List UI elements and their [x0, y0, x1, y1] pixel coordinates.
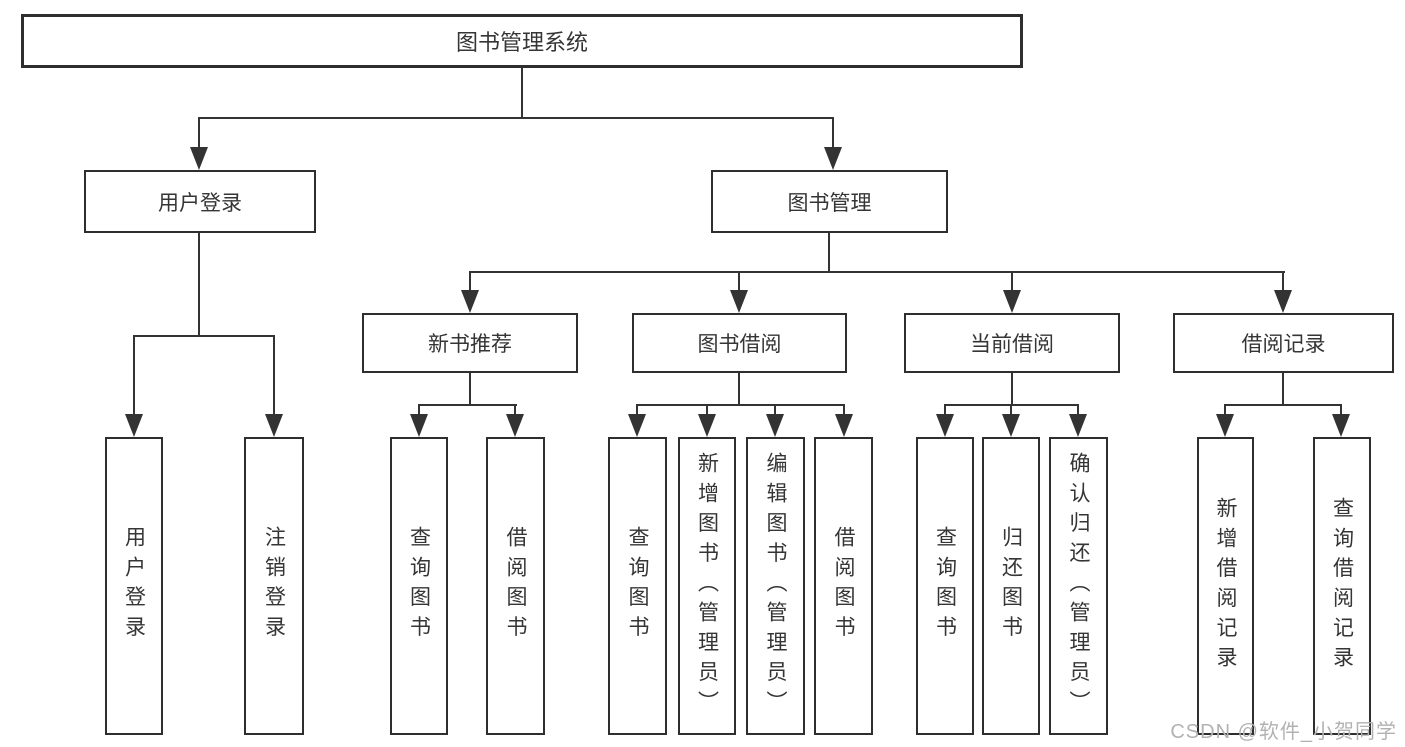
leaf-borrow-books-recommend: 借阅图书	[486, 437, 545, 735]
connector-line	[636, 404, 845, 406]
connector-line	[521, 68, 523, 118]
leaf-label: 查询图书	[933, 526, 957, 646]
connector-line	[1077, 404, 1079, 420]
leaf-return-books: 归还图书	[982, 437, 1040, 735]
leaf-query-books-current: 查询图书	[916, 437, 974, 735]
connector-line	[273, 335, 275, 420]
connector-line	[843, 404, 845, 420]
connector-line	[706, 404, 708, 420]
arrowhead-down-icon	[1002, 414, 1020, 437]
connector-line	[738, 271, 740, 295]
arrowhead-down-icon	[1274, 290, 1292, 313]
leaf-label: 借阅图书	[832, 526, 855, 646]
connector-line	[133, 335, 275, 337]
connector-line	[1340, 404, 1342, 420]
connector-line	[469, 271, 471, 295]
connector-line	[514, 404, 516, 420]
arrowhead-down-icon	[628, 414, 646, 437]
connector-line	[832, 117, 834, 152]
leaf-label: 查询图书	[626, 526, 649, 646]
arrowhead-down-icon	[461, 290, 479, 313]
arrowhead-down-icon	[730, 290, 748, 313]
arrowhead-down-icon	[936, 414, 954, 437]
leaf-label: 确认归还（管理员）	[1067, 451, 1090, 721]
connector-line	[636, 404, 638, 420]
leaf-confirm-return-admin: 确认归还（管理员）	[1049, 437, 1108, 735]
leaf-add-borrow-record: 新增借阅记录	[1197, 437, 1254, 735]
arrowhead-down-icon	[1332, 414, 1350, 437]
arrowhead-down-icon	[1216, 414, 1234, 437]
connector-line	[1282, 271, 1284, 295]
connector-line	[469, 373, 471, 406]
node-new-book-recommendation: 新书推荐	[362, 313, 578, 373]
leaf-label: 新增借阅记录	[1214, 496, 1237, 676]
leaf-label: 查询借阅记录	[1330, 496, 1354, 676]
connector-line	[1224, 404, 1342, 406]
arrowhead-down-icon	[265, 414, 283, 437]
connector-line	[418, 404, 420, 420]
connector-line	[1011, 271, 1013, 295]
leaf-add-books-admin: 新增图书（管理员）	[678, 437, 736, 735]
leaf-query-books-recommend: 查询图书	[390, 437, 448, 735]
leaf-label: 编辑图书（管理员）	[764, 451, 787, 721]
connector-line	[774, 404, 776, 420]
node-book-management: 图书管理	[711, 170, 948, 233]
leaf-edit-books-admin: 编辑图书（管理员）	[746, 437, 805, 735]
connector-line	[944, 404, 946, 420]
node-book-borrowing: 图书借阅	[632, 313, 847, 373]
connector-line	[198, 117, 200, 152]
node-borrowing-records: 借阅记录	[1173, 313, 1394, 373]
connector-line	[198, 233, 200, 337]
leaf-label: 查询图书	[407, 526, 431, 646]
arrowhead-down-icon	[698, 414, 716, 437]
connector-line	[198, 117, 834, 119]
leaf-label: 新增图书（管理员）	[695, 451, 719, 721]
leaf-label: 借阅图书	[504, 526, 527, 646]
arrowhead-down-icon	[190, 147, 208, 170]
leaf-user-login: 用户登录	[105, 437, 163, 735]
connector-line	[1011, 373, 1013, 406]
leaf-label: 注销登录	[262, 526, 286, 646]
arrowhead-down-icon	[835, 414, 853, 437]
arrowhead-down-icon	[125, 414, 143, 437]
connector-line	[133, 335, 135, 420]
node-user-login: 用户登录	[84, 170, 316, 233]
leaf-query-books-borrowing: 查询图书	[608, 437, 667, 735]
connector-line	[1224, 404, 1226, 420]
node-current-borrowing: 当前借阅	[904, 313, 1120, 373]
leaf-label: 用户登录	[122, 526, 146, 646]
connector-line	[469, 271, 1285, 273]
arrowhead-down-icon	[410, 414, 428, 437]
leaf-borrow-books-borrowing: 借阅图书	[814, 437, 873, 735]
arrowhead-down-icon	[1003, 290, 1021, 313]
arrowhead-down-icon	[506, 414, 524, 437]
arrowhead-down-icon	[824, 147, 842, 170]
connector-line	[1282, 373, 1284, 406]
node-root-library-system: 图书管理系统	[21, 14, 1023, 68]
csdn-watermark: CSDN @软件_小贺同学	[1170, 721, 1397, 743]
leaf-query-borrow-record: 查询借阅记录	[1313, 437, 1371, 735]
connector-line	[828, 233, 830, 273]
connector-line	[738, 373, 740, 406]
connector-line	[1010, 404, 1012, 420]
leaf-logout: 注销登录	[244, 437, 304, 735]
leaf-label: 归还图书	[999, 526, 1023, 646]
connector-line	[418, 404, 517, 406]
arrowhead-down-icon	[1069, 414, 1087, 437]
arrowhead-down-icon	[766, 414, 784, 437]
